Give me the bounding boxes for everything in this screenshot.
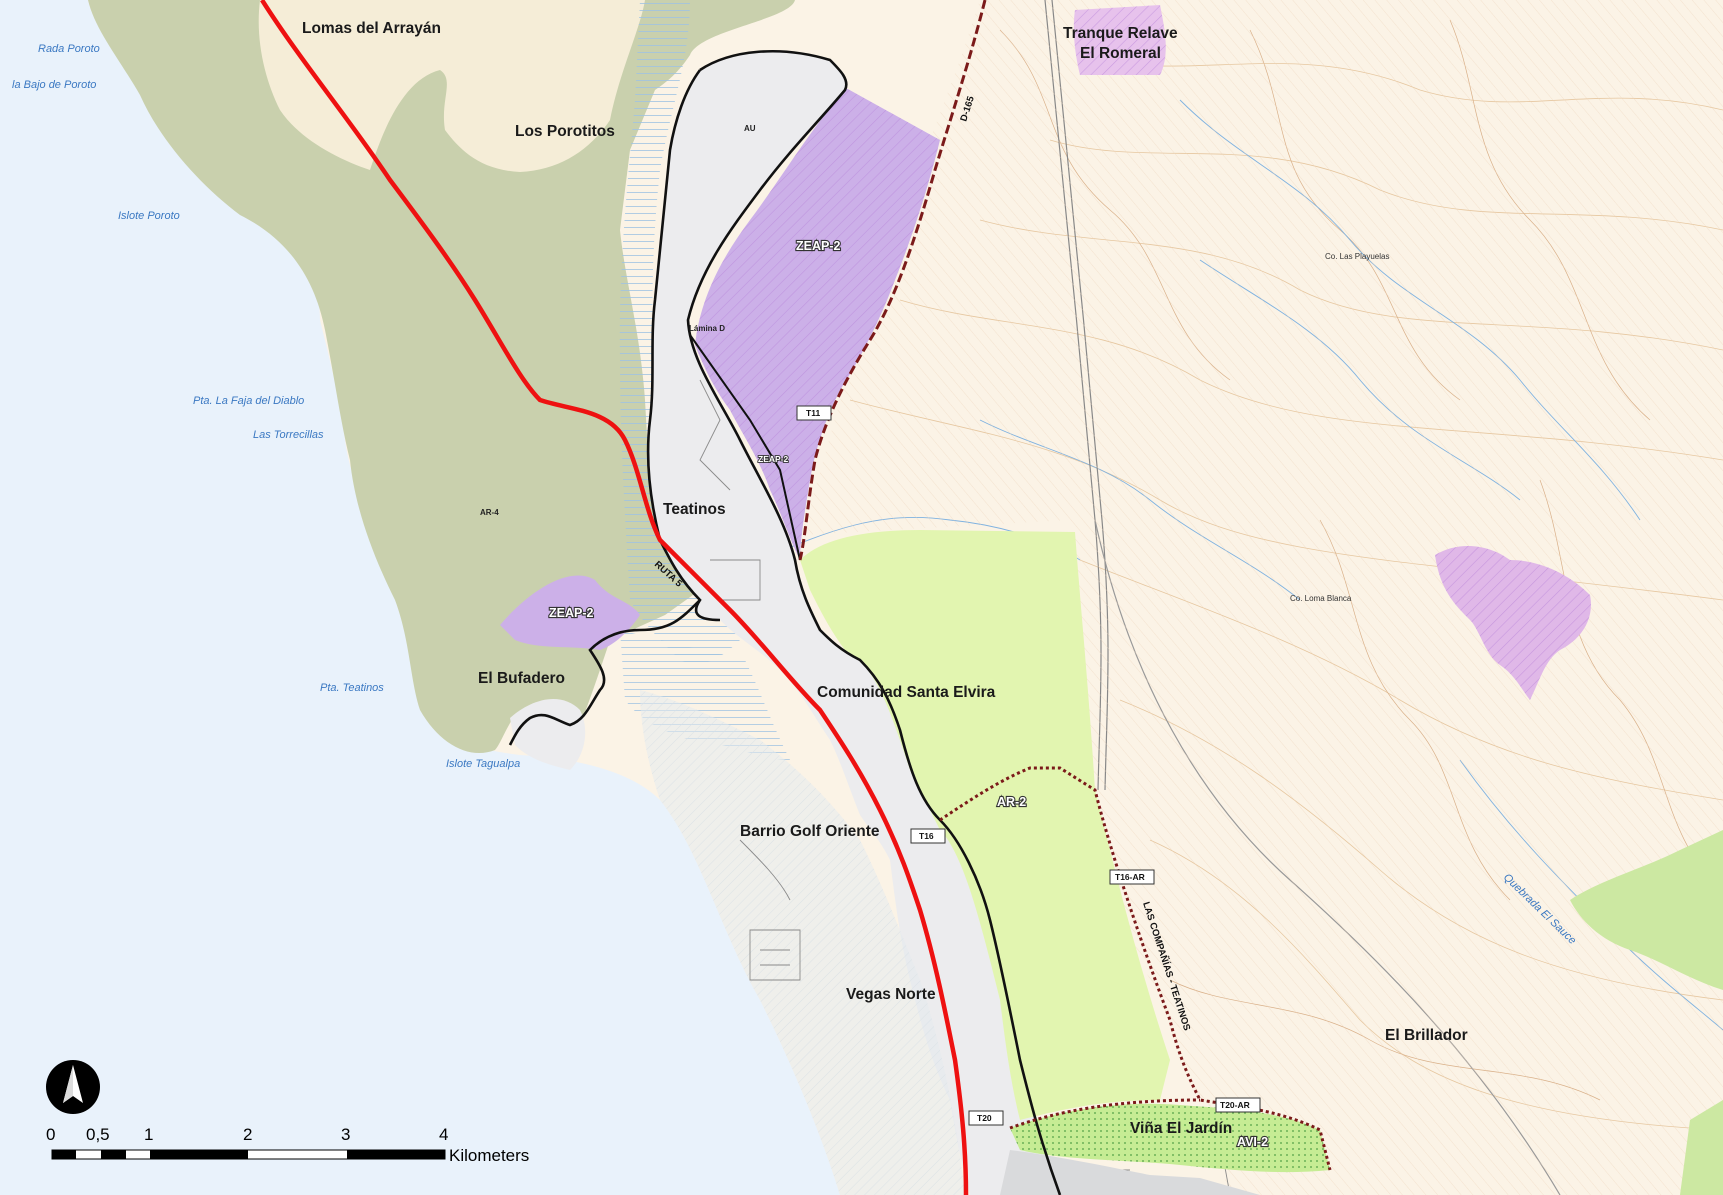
north-arrow-icon (46, 1060, 100, 1114)
svg-text:T11: T11 (806, 408, 820, 418)
green-east-fragment (1570, 830, 1723, 990)
tan-hills-2 (795, 0, 1723, 1195)
svg-text:T16: T16 (919, 831, 934, 841)
zeap2-zone-west (500, 575, 640, 650)
sea (0, 0, 840, 1195)
tag-t11[interactable]: T11 (796, 405, 832, 421)
coastal-strip-base (640, 690, 965, 1195)
label-tranque-line1: Tranque Relave (1063, 25, 1178, 42)
scale-label-05: 0,5 (86, 1125, 110, 1144)
green-zone (88, 0, 795, 754)
label-bajo-poroto: la Bajo de Poroto (12, 79, 96, 91)
area-boundary-dashed (798, 0, 987, 561)
label-avi2: AVI-2 (1237, 1135, 1268, 1149)
label-brillador: El Brillador (1385, 1027, 1468, 1044)
tag-t16ar[interactable]: T16-AR (1109, 869, 1155, 885)
scale-label-1: 1 (144, 1125, 153, 1144)
label-zeap2-mid: ZEAP-2 (758, 454, 789, 464)
label-au: AU (744, 124, 756, 133)
label-faja-diablo: Pta. La Faja del Diablo (193, 395, 304, 407)
green-east-fragment-2 (1680, 1100, 1723, 1195)
teatinos-block-boundary (689, 334, 801, 561)
tranque-zone-hatch (1073, 5, 1166, 75)
label-lamina: Lámina D (689, 324, 725, 333)
scale-unit: Kilometers (449, 1146, 529, 1165)
label-ar4: AR-4 (480, 508, 499, 517)
urban-zone-bufadero (510, 698, 586, 770)
label-vegas-norte: Vegas Norte (846, 986, 936, 1003)
label-barrio-golf: Barrio Golf Oriente (740, 823, 880, 840)
purple-zone-east-hatch (1435, 545, 1591, 700)
label-santa-elvira: Comunidad Santa Elvira (817, 684, 996, 701)
svg-text:T16-AR: T16-AR (1115, 872, 1145, 882)
tag-t20ar[interactable]: T20-AR (1215, 1097, 1261, 1113)
urban-zone-teatinos (648, 51, 1060, 1195)
label-bufadero: El Bufadero (478, 670, 565, 687)
label-co-loma-blanca: Co. Loma Blanca (1290, 594, 1352, 603)
label-co-playuelas: Co. Las Playuelas (1325, 252, 1389, 261)
ar2-boundary-dashed (939, 766, 1332, 1171)
label-torrecillas: Las Torrecillas (253, 429, 324, 441)
urban-zone-south (1000, 1150, 1260, 1195)
zeap2-zone-main-hatch (695, 88, 940, 560)
label-zeap2-west: ZEAP-2 (549, 606, 594, 620)
label-tranque-line2: El Romeral (1080, 45, 1161, 62)
scale-bar: 0 0,5 1 2 3 4 Kilometers (46, 1125, 529, 1165)
scale-label-2: 2 (243, 1125, 252, 1144)
label-zeap2-north: ZEAP-2 (796, 239, 841, 253)
urban-limit-line (686, 50, 1062, 1195)
svg-text:T20-AR: T20-AR (1220, 1100, 1250, 1110)
label-lomas-arrayan: Lomas del Arrayán (302, 20, 441, 37)
scale-label-0: 0 (46, 1125, 55, 1144)
ruta5-highway[interactable] (260, 0, 969, 1195)
lime-zone (800, 530, 1170, 1120)
label-vina-jardin: Viña El Jardín (1130, 1120, 1232, 1137)
label-islote-poroto: Islote Poroto (118, 210, 180, 222)
scale-label-4: 4 (439, 1125, 448, 1144)
label-ar2: AR-2 (997, 795, 1026, 809)
label-teatinos: Teatinos (663, 501, 726, 518)
label-rada-poroto: Rada Poroto (38, 43, 100, 55)
svg-text:T20: T20 (977, 1113, 992, 1123)
urban-limit-line-west (508, 69, 721, 746)
label-porotitos: Los Porotitos (515, 123, 615, 140)
scale-label-3: 3 (341, 1125, 350, 1144)
river-corridor (619, 0, 740, 664)
tag-t20[interactable]: T20 (968, 1110, 1004, 1126)
tag-t16[interactable]: T16 (910, 828, 946, 844)
label-pta-teatinos: Pta. Teatinos (320, 682, 384, 694)
label-islote-tagualpa: Islote Tagualpa (446, 758, 520, 770)
avi2-zone-dots (1010, 1103, 1330, 1173)
